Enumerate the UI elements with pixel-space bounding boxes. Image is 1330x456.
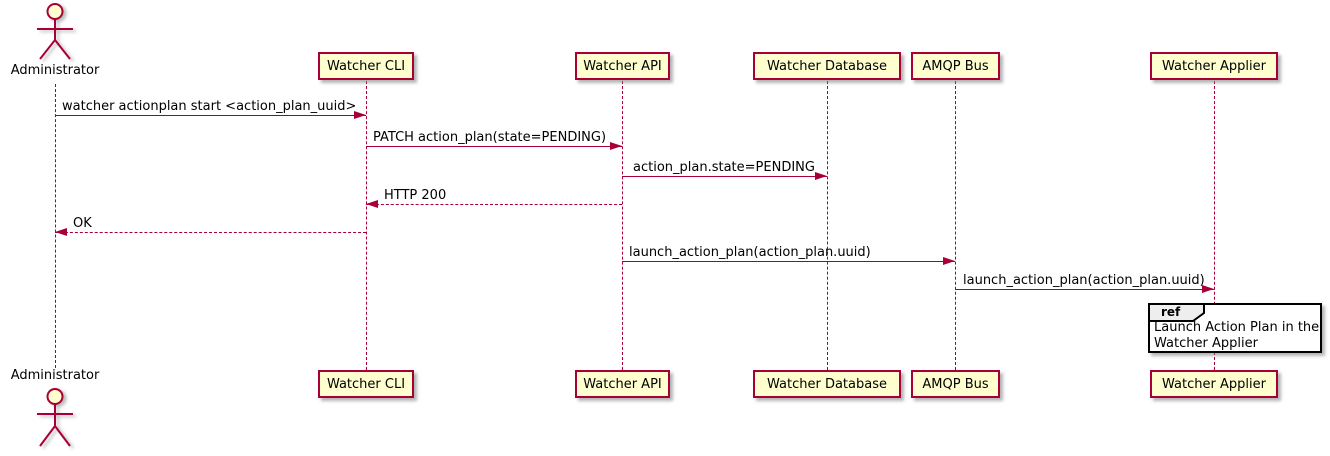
message-label: launch_action_plan(action_plan.uuid) (629, 245, 871, 260)
participant-label: AMQP Bus (922, 376, 989, 392)
ref-text-line-2: Watcher Applier (1154, 336, 1258, 351)
participant-label: Watcher API (583, 58, 662, 74)
participant-label: Watcher Applier (1162, 58, 1266, 74)
message-arrow (55, 228, 366, 236)
participant-box-watcher-api-bottom: Watcher API (575, 370, 670, 398)
ref-tab-icon (1148, 303, 1205, 322)
message-label: watcher actionplan start <action_plan_uu… (62, 99, 357, 114)
message-arrow (55, 111, 366, 119)
message-5: OK (55, 216, 366, 236)
participant-box-watcher-applier-top: Watcher Applier (1150, 52, 1278, 80)
message-6: launch_action_plan(action_plan.uuid) (622, 245, 955, 265)
arrowhead-icon (1202, 285, 1214, 293)
message-label: OK (73, 216, 92, 231)
ref-fragment: ref Launch Action Plan in the Watcher Ap… (1148, 303, 1322, 353)
message-label: launch_action_plan(action_plan.uuid) (963, 273, 1205, 288)
message-label: HTTP 200 (384, 188, 447, 203)
lifeline-administrator (55, 84, 56, 368)
arrowhead-icon (610, 142, 622, 150)
participant-box-watcher-cli-top: Watcher CLI (318, 52, 414, 80)
participant-box-watcher-api-top: Watcher API (575, 52, 670, 80)
lifeline-watcher-applier (1214, 81, 1215, 370)
participant-box-amqp-bus-top: AMQP Bus (911, 52, 1000, 80)
arrowhead-icon (943, 257, 955, 265)
message-3: action_plan.state=PENDING (622, 160, 827, 180)
actor-administrator-icon-bottom (37, 388, 73, 447)
participant-label: Watcher CLI (326, 376, 406, 392)
actor-administrator-label-bottom: Administrator (10, 368, 100, 383)
message-arrow (955, 285, 1214, 293)
participant-box-watcher-database-top: Watcher Database (753, 52, 901, 80)
actor-administrator-label: Administrator (10, 63, 100, 78)
participant-label: Watcher Database (767, 58, 887, 74)
arrowhead-icon (55, 228, 67, 236)
actor-administrator-icon (37, 3, 73, 60)
message-arrow (366, 142, 622, 150)
message-1: watcher actionplan start <action_plan_uu… (55, 99, 366, 119)
participant-box-watcher-cli-bottom: Watcher CLI (318, 370, 414, 398)
ref-keyword: ref (1161, 305, 1181, 319)
participant-label: Watcher API (583, 376, 662, 392)
ref-text-line-1: Launch Action Plan in the (1154, 320, 1320, 335)
participant-label: Watcher Applier (1162, 376, 1266, 392)
participant-label: AMQP Bus (922, 58, 989, 74)
arrowhead-icon (354, 111, 366, 119)
message-4: HTTP 200 (366, 188, 622, 208)
message-label: PATCH action_plan(state=PENDING) (373, 130, 607, 145)
arrowhead-icon (366, 200, 378, 208)
message-2: PATCH action_plan(state=PENDING) (366, 130, 622, 150)
lifeline-watcher-cli (366, 81, 367, 370)
lifeline-watcher-database (827, 81, 828, 370)
participant-box-watcher-applier-bottom: Watcher Applier (1150, 370, 1278, 398)
participant-box-amqp-bus-bottom: AMQP Bus (911, 370, 1000, 398)
message-arrow (366, 200, 622, 208)
participant-label: Watcher CLI (326, 58, 406, 74)
message-7: launch_action_plan(action_plan.uuid) (955, 273, 1214, 293)
lifeline-amqp-bus (955, 81, 956, 370)
lifeline-watcher-api (622, 81, 623, 370)
participant-label: Watcher Database (767, 376, 887, 392)
message-arrow (622, 257, 955, 265)
participant-box-watcher-database-bottom: Watcher Database (753, 370, 901, 398)
arrowhead-icon (815, 172, 827, 180)
message-arrow (622, 172, 827, 180)
message-label: action_plan.state=PENDING (633, 160, 815, 175)
